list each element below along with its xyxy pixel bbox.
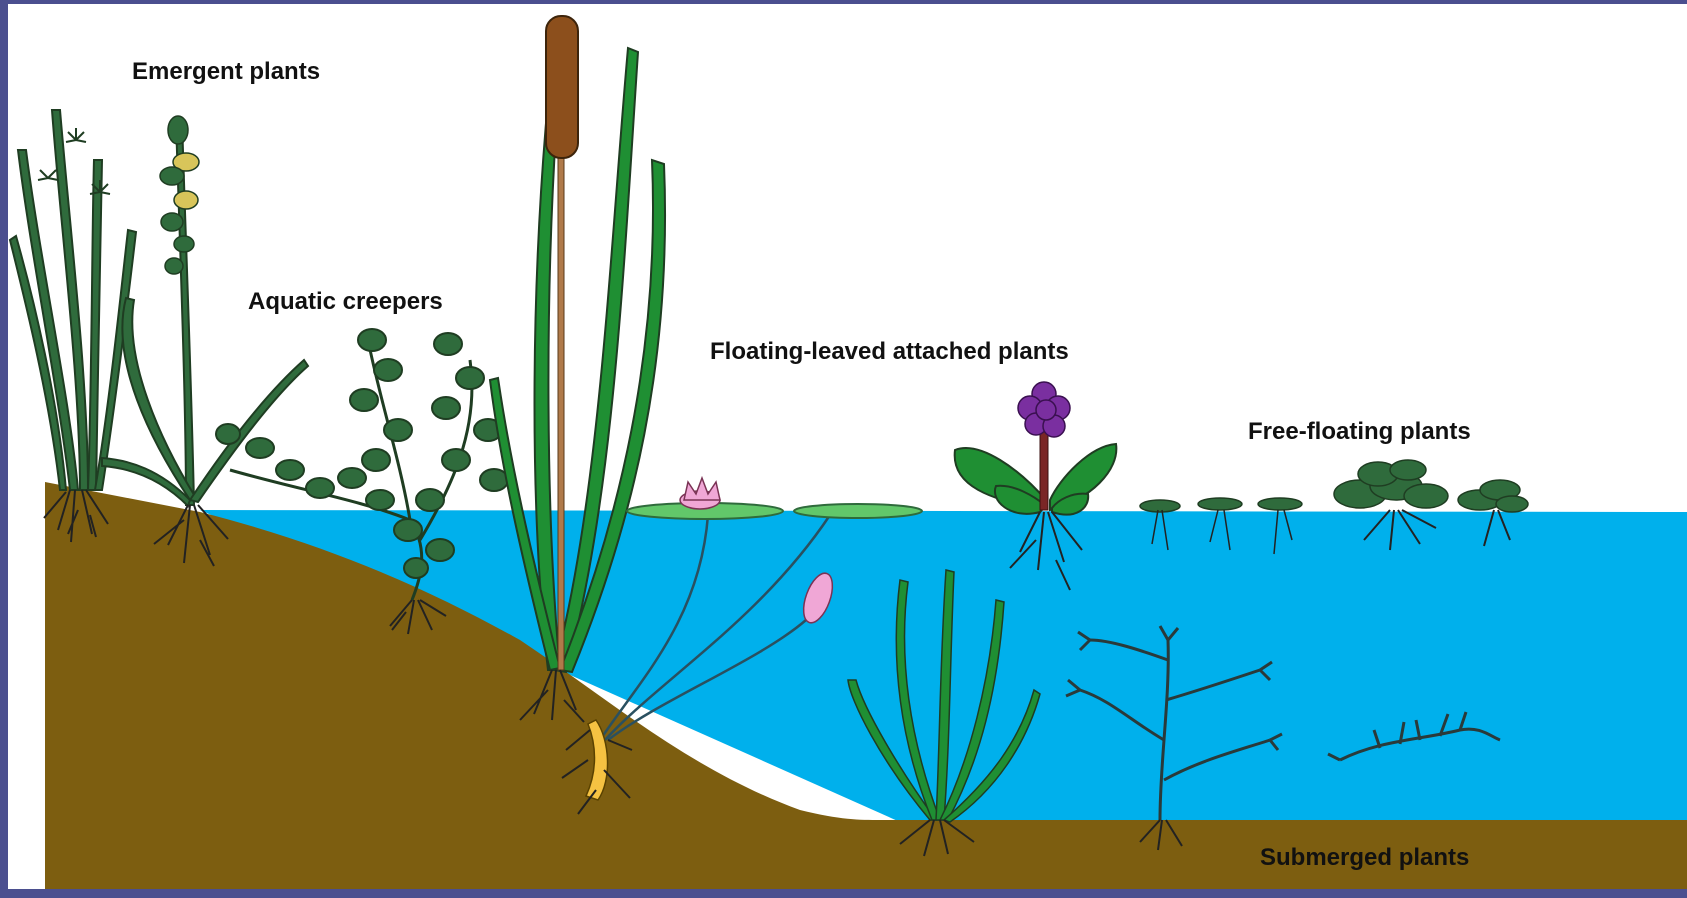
cattail-stalk [558, 140, 564, 670]
duckweed-group [1140, 498, 1302, 512]
creeper-leaf [358, 329, 386, 351]
duckweed-leaf [1258, 498, 1302, 510]
creeper-leaf [366, 490, 394, 510]
creeper-leaf [404, 558, 428, 578]
creeper-leaf [306, 478, 334, 498]
creeper-leaf [434, 333, 462, 355]
creeper-leaf [338, 468, 366, 488]
duckweed-leaf [1198, 498, 1242, 510]
label-free-floating-plants: Free-floating plants [1248, 418, 1471, 446]
creeper-leaf [374, 359, 402, 381]
creeper-leaf [426, 539, 454, 561]
duckweed-leaf [1140, 500, 1180, 512]
creeper-leaf [456, 367, 484, 389]
label-submerged-plants: Submerged plants [1260, 844, 1469, 872]
creeper-leaf [480, 469, 508, 491]
label-emergent-plants: Emergent plants [132, 58, 320, 86]
creeper-leaf [246, 438, 274, 458]
creeper-leaf [416, 489, 444, 511]
creeper-leaf [394, 519, 422, 541]
lily-pad [794, 504, 922, 518]
label-aquatic-creepers: Aquatic creepers [248, 288, 443, 316]
creeper-leaf [216, 424, 240, 444]
label-floating-leaved-attached-plants: Floating-leaved attached plants [710, 338, 1069, 366]
creeper-leaf [276, 460, 304, 480]
cattail-head-icon [546, 16, 578, 158]
creeper-leaf [442, 449, 470, 471]
creeper-leaf [350, 389, 378, 411]
creeper-leaf [432, 397, 460, 419]
creeper-leaf [384, 419, 412, 441]
creeper-leaf [362, 449, 390, 471]
